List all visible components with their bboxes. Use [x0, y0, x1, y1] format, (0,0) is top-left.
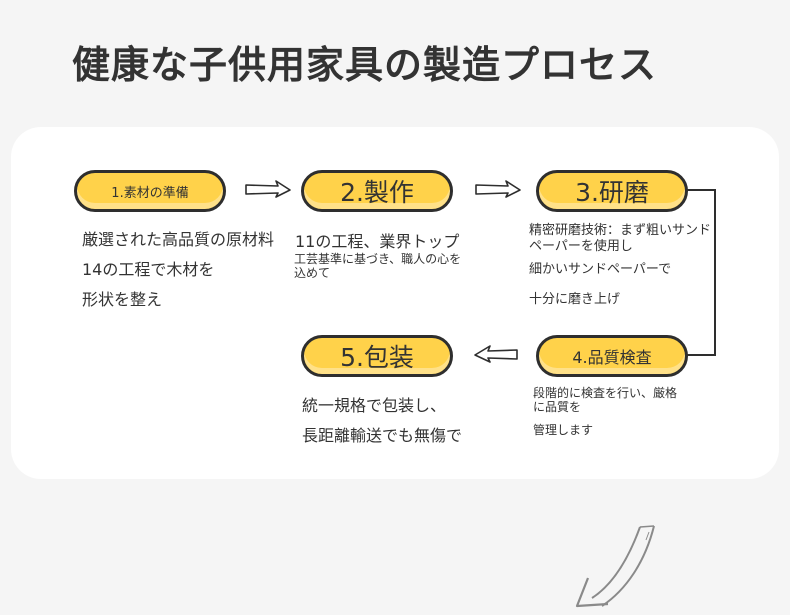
- step-3-line-3: 細かいサンドペーパーで: [529, 262, 672, 277]
- arrow-right-icon: [475, 180, 521, 198]
- step-2-line-1: 11の工程、業界トップ: [295, 232, 460, 251]
- step-2-label: 2.製作: [301, 170, 453, 212]
- step-4-line-2: に品質を: [533, 400, 582, 414]
- step-5-label: 5.包装: [301, 335, 453, 377]
- step-4-line-1: 段階的に検査を行い、厳格: [533, 386, 678, 400]
- step-1-line-2: 14の工程で木材を: [82, 260, 215, 279]
- curved-arrow-down-icon: [575, 525, 655, 608]
- step-2-line-3: 込めて: [294, 266, 331, 280]
- step-5-line-1: 統一規格で包装し、: [302, 396, 447, 415]
- step-1-line-1: 厳選された高品質の原材料: [82, 230, 275, 249]
- step-3-line-2: ペーパーを使用し: [529, 239, 633, 254]
- step-2-line-2: 工芸基準に基づき、職人の心を: [294, 252, 462, 266]
- step-1-line-3: 形状を整え: [82, 290, 163, 309]
- step-3-label: 3.研磨: [536, 170, 688, 212]
- page-title: 健康な子供用家具の製造プロセス: [72, 43, 658, 87]
- bracket-connector: [686, 189, 716, 356]
- step-4-line-3: 管理します: [533, 423, 594, 437]
- step-5-line-2: 長距離輸送でも無傷で: [302, 426, 463, 445]
- step-4-label: 4.品質検査: [536, 335, 688, 377]
- step-3-line-1: 精密研磨技術：まず粗いサンド: [529, 223, 712, 238]
- arrow-left-icon: [474, 345, 518, 363]
- step-3-line-4: 十分に磨き上げ: [529, 292, 621, 307]
- arrow-right-icon: [245, 180, 291, 198]
- step-1-label: 1.素材の準備: [74, 170, 226, 212]
